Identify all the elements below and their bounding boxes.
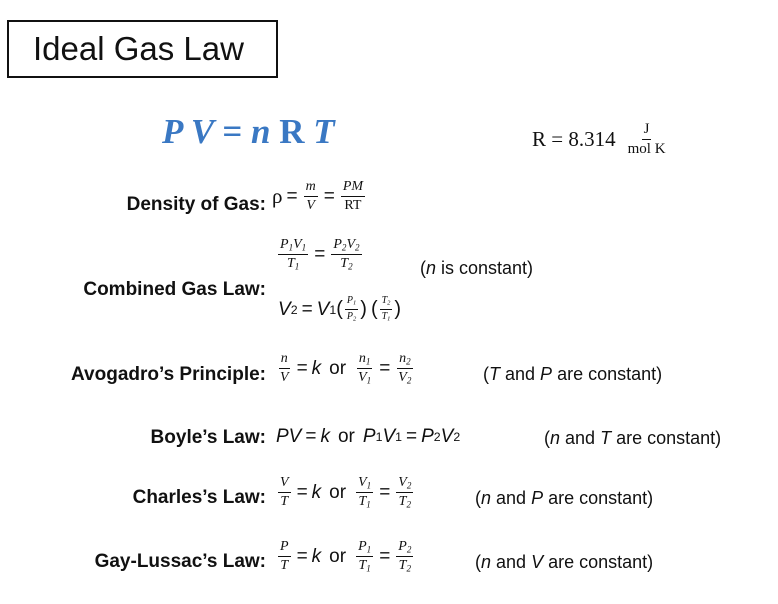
avogadro-condition: (T and P are constant) — [483, 364, 663, 384]
gay-lussac-label: Gay-Lussac’s Law: — [94, 551, 266, 572]
ideal-gas-equation: P V = n R T — [162, 112, 335, 151]
avogadro-label: Avogadro’s Principle: — [71, 364, 266, 385]
combined-law-condition: (n is constant) — [420, 258, 534, 278]
boyle-label: Boyle’s Law: — [150, 427, 266, 448]
page-title: Ideal Gas Law — [33, 30, 244, 67]
gay-lussac-condition: (n and V are constant) — [475, 552, 654, 572]
charles-condition: (n and P are constant) — [475, 488, 654, 508]
gas-constant-unit: J mol K — [627, 121, 666, 157]
charles-label: Charles’s Law: — [132, 487, 266, 508]
boyle-condition: (n and T are constant) — [544, 428, 722, 448]
gas-constant-value: R = 8.314 — [532, 127, 616, 151]
combined-law-label: Combined Gas Law: — [83, 279, 266, 300]
combined-law-equation-1: P1V1 T1 = P2V2 T2 — [278, 237, 362, 272]
gas-constant: R = 8.314 J mol K — [532, 122, 670, 157]
density-label: Density of Gas: — [126, 194, 266, 215]
title-box: Ideal Gas Law — [7, 20, 278, 78]
